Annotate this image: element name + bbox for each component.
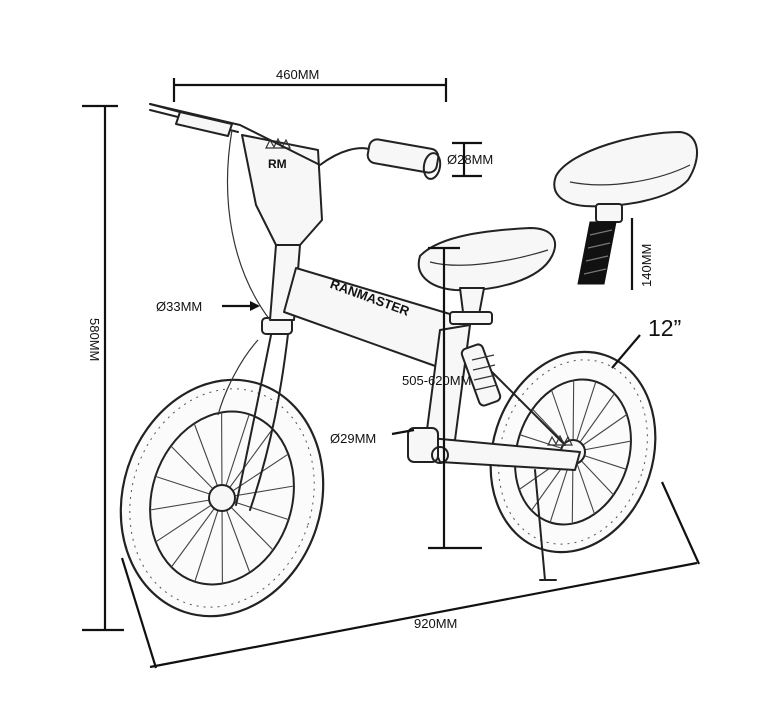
seat-detail-inset [554,132,697,284]
inset-saddle [554,132,697,206]
handlebar-width-label: 460MM [276,67,319,82]
axle-tube-diameter-label: Ø29MM [330,431,376,446]
front-wheel [91,353,353,642]
front-hub [209,485,235,511]
frame-tube-diameter-label: Ø33MM [156,299,202,314]
saddle [419,228,555,290]
seat-clamp [450,312,492,324]
wheel-size-label: 12” [648,315,681,341]
inset-seatpost [578,222,616,284]
grip-diameter-label: Ø28MM [447,152,493,167]
seatpost-length-label: 140MM [639,244,654,287]
seat-height-label: 505-620MM [402,373,471,388]
footrest [408,428,438,462]
handlebar-cover [242,135,322,245]
overall-height-label: 580MM [87,318,102,361]
overall-length-label: 920MM [414,616,457,631]
head-badge: RM [268,157,287,171]
inset-clamp [596,204,622,222]
seat-assembly [419,228,555,324]
